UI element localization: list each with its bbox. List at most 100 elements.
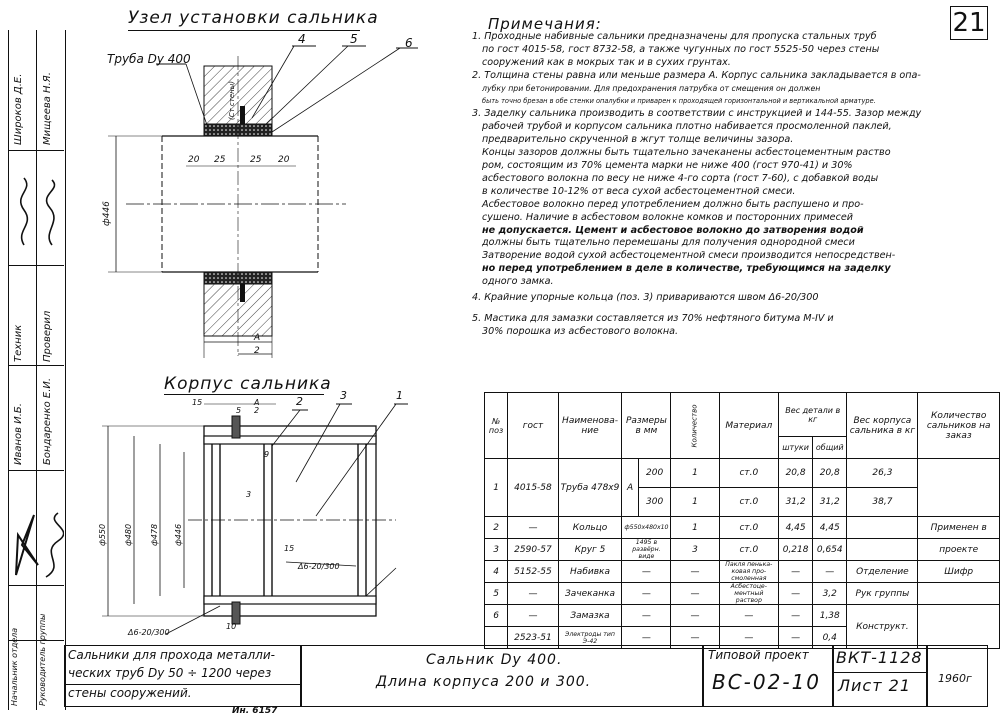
note-line: лубку при бетонировании. Для предохранен…: [482, 83, 821, 93]
note-line: 1. Проходные набивные сальники предназна…: [472, 30, 877, 42]
th-order-qty: Количество сальников на заказ: [917, 392, 1000, 459]
left-strip-row-line: [8, 150, 64, 151]
table-row: 1 4015-58 Труба 478х9 А 200 1 ст.0 20,8 …: [483, 458, 1000, 517]
tb-year: 1960г: [938, 672, 972, 685]
cell: 3: [483, 538, 509, 561]
cell: 1: [483, 458, 509, 517]
weld-label-right: Δ6-20/300: [298, 562, 340, 571]
cell: Кольцо: [557, 516, 623, 539]
sheet-number: 21: [952, 8, 986, 38]
tb-sheet: Лист 21: [838, 676, 911, 695]
dim-25-left: 25: [214, 155, 226, 165]
callout-4: 4: [298, 32, 306, 46]
strip-name-ivanov: Иванов И.Б.: [13, 403, 24, 465]
cell: 0,218: [778, 538, 814, 561]
body-dia-478: ф478: [150, 523, 159, 546]
cell: Отделение: [846, 560, 919, 583]
th-dims: Размеры в мм: [621, 392, 672, 459]
cell: 5152-55: [507, 560, 559, 583]
cell: Конструкт.: [846, 604, 919, 649]
dim-20-left: 20: [188, 155, 200, 165]
body-dim-9: 9: [264, 450, 270, 459]
dim-25-right: 25: [250, 155, 262, 165]
cell: —: [621, 604, 672, 627]
dim-20-right: 20: [278, 155, 290, 165]
tb-desc-3: стены сооружений.: [68, 686, 192, 700]
th-pos: № поз: [483, 392, 509, 459]
table-row: 3 2590-57 Круг 5 1495 в развёрн. виде 3 …: [483, 538, 1000, 561]
note-line: но перед употреблением в деле в количест…: [482, 263, 891, 275]
cell: —: [621, 626, 672, 649]
cell: 6: [483, 604, 509, 627]
strip-name-shirokov: Широков Д.Е.: [13, 73, 24, 145]
cell: Шифр: [917, 560, 1000, 583]
note-line: асбестового волокна по весу не ниже 4-го…: [482, 172, 879, 184]
tb-inventory: Ин. 6157: [232, 706, 278, 716]
tb-main-1: Сальник Dу 400.: [426, 652, 563, 668]
table-row: 4 5152-55 Набивка — — Пакля пенька-ковая…: [483, 560, 1000, 583]
th-gost: гост: [507, 392, 559, 459]
cell: 3,2: [812, 582, 848, 605]
body-callout-3: 3: [340, 389, 347, 402]
note-line: 3. Заделку сальника производить в соотве…: [472, 108, 922, 120]
cell: [917, 604, 1000, 649]
table-row: 2523-51 Электроды тип Э-42 — — — — 0,4: [483, 626, 1000, 649]
cell: —: [778, 604, 814, 627]
cell: 4,45: [778, 516, 814, 539]
cell: 31,2: [812, 487, 848, 517]
note-line: сушено. Наличие в асбестовом волокне ком…: [482, 211, 853, 223]
body-dim-10: 10: [226, 622, 237, 631]
note-line: по гост 4015-58, гост 8732-58, а также ч…: [482, 43, 880, 55]
table-row: 5 — Зачеканка — — Асбестоце-ментный раст…: [483, 582, 1000, 605]
cell: —: [507, 582, 559, 605]
cell: 200: [637, 458, 672, 488]
cell: 26,3: [846, 458, 919, 488]
diameter-446: ф446: [102, 201, 112, 226]
tb-typical: Типовой проект: [708, 648, 809, 662]
strip-role-dept-head: Начальник отдела: [10, 627, 19, 706]
cell: —: [778, 626, 814, 649]
cell: 300: [637, 487, 672, 517]
notes-block: Примечания: 1. Проходные набивные сальни…: [472, 17, 972, 339]
callout-5: 5: [350, 32, 358, 46]
tb-desc-2: ческих труб Dу 50 ÷ 1200 через: [68, 666, 272, 680]
cell: 4: [483, 560, 509, 583]
tb-main-2: Длина корпуса 200 и 300.: [376, 674, 592, 690]
table-row: 2 — Кольцо ф550х480х10 1 ст.0 4,45 4,45 …: [483, 516, 1000, 539]
cell: 0,654: [812, 538, 848, 561]
note-line: 5. Мастика для замазки составляется из 7…: [472, 312, 834, 324]
body-view-title-underline: [164, 394, 324, 395]
note-line: 4. Крайние упорные кольца (поз. 3) прива…: [472, 292, 819, 304]
cell: 0,4: [812, 626, 848, 649]
body-dim-15: 15: [192, 398, 203, 407]
cell: —: [670, 626, 720, 649]
tb-divider: [300, 645, 302, 706]
strip-name-mishcheeva: Мищеева Н.Я.: [42, 72, 53, 145]
cell: —: [812, 560, 848, 583]
cell: Труба 478х9: [557, 458, 623, 517]
cell: Асбестоце-ментный раствор: [718, 582, 780, 605]
note-line: должны быть тщательно перемешаны для пол…: [482, 237, 855, 249]
note-line: Асбестовое волокно перед употреблением д…: [482, 198, 864, 210]
left-strip-row-line: [8, 265, 64, 266]
body-view-drawing: [102, 403, 408, 635]
section-dim-2: 2: [254, 346, 260, 356]
tb-divider: [702, 645, 704, 706]
cell: А: [621, 458, 639, 517]
tb-divider: [832, 645, 834, 706]
section-mark-a: А: [254, 333, 261, 343]
cell: 2: [483, 516, 509, 539]
cell: 2523-51: [507, 626, 559, 649]
cell: 1: [670, 487, 720, 517]
pipe-label: Труба Dу 400: [107, 52, 191, 66]
cell: Рук группы: [846, 582, 919, 605]
tb-desc-1: Сальники для прохода металли-: [68, 648, 275, 662]
body-dim-15-right: 15: [284, 544, 295, 553]
left-strip-row-line: [8, 585, 64, 586]
body-callout-2: 2: [296, 395, 303, 408]
body-dim-5: 5: [236, 406, 242, 415]
cell: [483, 626, 509, 649]
cell: —: [670, 604, 720, 627]
cell: —: [778, 560, 814, 583]
weld-label-left: Δ6-20/300: [128, 628, 170, 637]
